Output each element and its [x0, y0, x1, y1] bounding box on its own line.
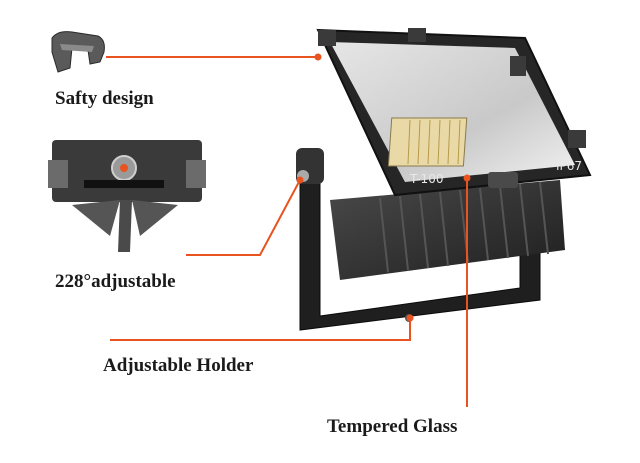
led-panel — [387, 117, 468, 167]
tempered-glass-label: Tempered Glass — [327, 416, 458, 437]
safety-clip-icon — [51, 31, 105, 73]
adjustable-holder-label: Adjustable Holder — [103, 355, 254, 376]
holder-callout-dot — [406, 314, 414, 322]
glass-callout-dot — [463, 174, 471, 182]
safety-callout-dot — [314, 53, 322, 61]
adjustable-angle-label: 228°adjustable — [55, 271, 176, 292]
callout-lines — [106, 56, 468, 407]
floodlight-image: T-100 IP67 — [296, 28, 592, 331]
adjust-callout-dot — [296, 176, 304, 184]
model-label: T-100 — [409, 172, 443, 186]
bracket-adjust-icon — [48, 140, 206, 252]
safety-design-label: Safty design — [55, 88, 154, 109]
ip-rating-label: IP67 — [556, 159, 582, 173]
